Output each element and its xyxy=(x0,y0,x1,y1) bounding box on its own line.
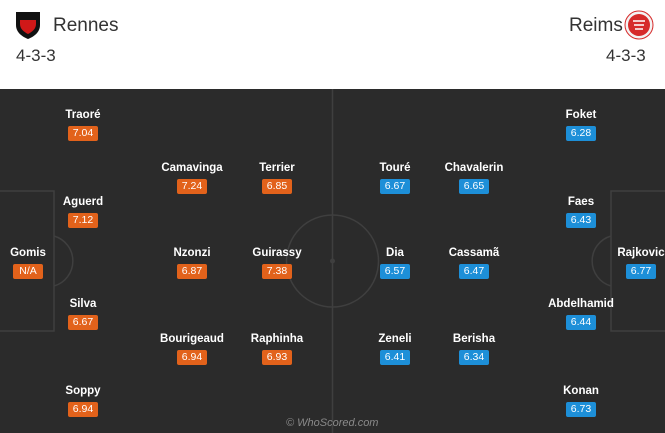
player-rajkovic[interactable]: Rajkovic 6.77 xyxy=(606,246,665,279)
player-name: Faes xyxy=(567,196,595,208)
player-traore[interactable]: Traoré 7.04 xyxy=(48,108,118,141)
pitch: Gomis N/A Traoré 7.04 Aguerd 7.12 Silva … xyxy=(0,89,665,433)
player-name: Rajkovic xyxy=(617,247,665,259)
player-rating: 6.67 xyxy=(380,179,410,194)
player-rating: 6.77 xyxy=(626,264,656,279)
player-name: Berisha xyxy=(452,333,496,345)
player-name: Guirassy xyxy=(252,247,302,259)
player-name: Nzonzi xyxy=(173,247,211,259)
player-rating: 7.24 xyxy=(177,179,207,194)
player-name: Aguerd xyxy=(62,196,104,208)
player-rating: 6.87 xyxy=(177,264,207,279)
player-nzonzi[interactable]: Nzonzi 6.87 xyxy=(157,246,227,279)
player-toure[interactable]: Touré 6.67 xyxy=(360,161,430,194)
player-name: Terrier xyxy=(259,162,295,174)
player-name: Silva xyxy=(69,298,97,310)
player-gomis[interactable]: Gomis N/A xyxy=(0,246,63,279)
player-name: Zeneli xyxy=(378,333,412,345)
player-foket[interactable]: Foket 6.28 xyxy=(546,108,616,141)
away-team-name[interactable]: Reims xyxy=(569,15,623,36)
player-raphinha[interactable]: Raphinha 6.93 xyxy=(242,332,312,365)
player-rating: N/A xyxy=(13,264,43,279)
pitch-markings xyxy=(0,89,665,433)
reims-crest-icon[interactable] xyxy=(624,10,654,40)
player-rating: 6.28 xyxy=(566,126,596,141)
player-cassama[interactable]: Cassamã 6.47 xyxy=(439,246,509,279)
home-formation: 4-3-3 xyxy=(16,46,56,65)
player-rating: 6.73 xyxy=(566,402,596,417)
player-name: Raphinha xyxy=(250,333,304,345)
player-konan[interactable]: Konan 6.73 xyxy=(546,384,616,417)
player-aguerd[interactable]: Aguerd 7.12 xyxy=(48,195,118,228)
player-name: Traoré xyxy=(65,109,101,121)
player-soppy[interactable]: Soppy 6.94 xyxy=(48,384,118,417)
home-team-name[interactable]: Rennes xyxy=(53,15,119,36)
player-rating: 7.04 xyxy=(68,126,98,141)
player-rating: 6.44 xyxy=(566,315,596,330)
player-rating: 6.94 xyxy=(68,402,98,417)
player-silva[interactable]: Silva 6.67 xyxy=(48,297,118,330)
player-guirassy[interactable]: Guirassy 7.38 xyxy=(242,246,312,279)
player-abdelhamid[interactable]: Abdelhamid 6.44 xyxy=(546,297,616,330)
player-camavinga[interactable]: Camavinga 7.24 xyxy=(157,161,227,194)
player-dia[interactable]: Dia 6.57 xyxy=(360,246,430,279)
player-name: Camavinga xyxy=(161,162,223,174)
away-formation: 4-3-3 xyxy=(606,46,646,65)
player-rating: 7.38 xyxy=(262,264,292,279)
player-rating: 6.67 xyxy=(68,315,98,330)
player-faes[interactable]: Faes 6.43 xyxy=(546,195,616,228)
player-rating: 6.93 xyxy=(262,350,292,365)
player-zeneli[interactable]: Zeneli 6.41 xyxy=(360,332,430,365)
player-rating: 6.94 xyxy=(177,350,207,365)
player-rating: 6.34 xyxy=(459,350,489,365)
player-name: Abdelhamid xyxy=(548,298,614,310)
player-name: Bourigeaud xyxy=(160,333,224,345)
player-name: Cassamã xyxy=(448,247,500,259)
player-name: Konan xyxy=(563,385,599,397)
player-bourigeaud[interactable]: Bourigeaud 6.94 xyxy=(157,332,227,365)
rennes-crest-icon[interactable] xyxy=(13,10,43,40)
player-berisha[interactable]: Berisha 6.34 xyxy=(439,332,509,365)
player-rating: 6.47 xyxy=(459,264,489,279)
whoscored-watermark: © WhoScored.com xyxy=(286,417,379,429)
player-chavalerin[interactable]: Chavalerin 6.65 xyxy=(439,161,509,194)
player-name: Touré xyxy=(379,162,411,174)
player-name: Soppy xyxy=(65,385,101,397)
player-name: Gomis xyxy=(10,247,46,259)
match-header: Rennes 4-3-3 Reims 4-3-3 xyxy=(0,0,665,88)
player-rating: 6.57 xyxy=(380,264,410,279)
player-name: Foket xyxy=(565,109,597,121)
player-rating: 6.41 xyxy=(380,350,410,365)
player-rating: 6.65 xyxy=(459,179,489,194)
player-rating: 7.12 xyxy=(68,213,98,228)
player-rating: 6.85 xyxy=(262,179,292,194)
player-name: Dia xyxy=(386,247,404,259)
player-rating: 6.43 xyxy=(566,213,596,228)
player-terrier[interactable]: Terrier 6.85 xyxy=(242,161,312,194)
player-name: Chavalerin xyxy=(444,162,504,174)
